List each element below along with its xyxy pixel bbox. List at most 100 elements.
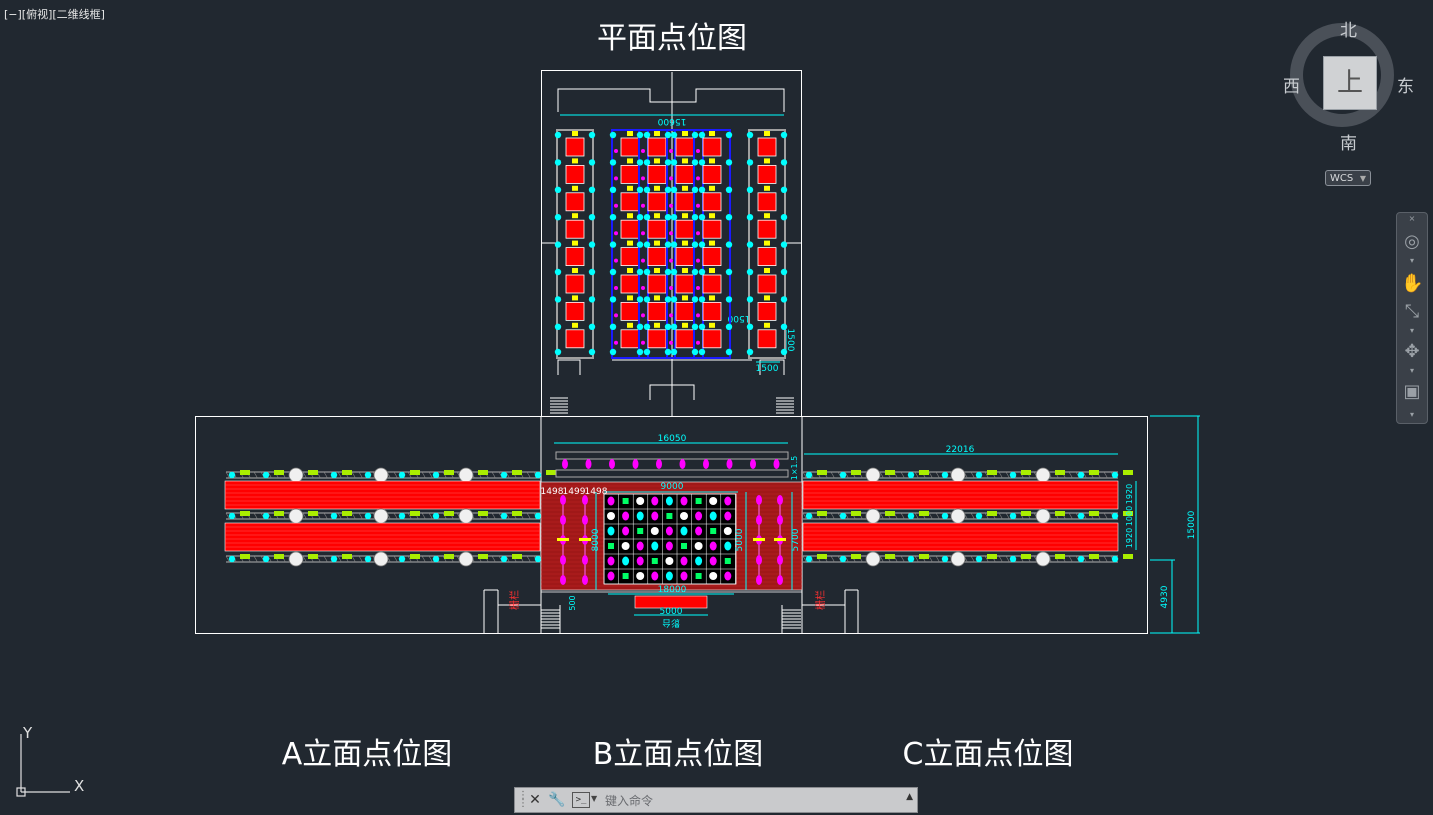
close-icon[interactable]: ✕ bbox=[529, 792, 541, 808]
truss-wheel bbox=[288, 508, 304, 524]
plan-fixture-grid[interactable] bbox=[554, 129, 788, 359]
compass-east[interactable]: 东 bbox=[1397, 77, 1414, 97]
navbar-menu-icon[interactable]: ▾ bbox=[1409, 410, 1414, 419]
truss-node bbox=[534, 555, 542, 563]
plan-node bbox=[554, 241, 562, 248]
truss-node bbox=[432, 512, 440, 520]
plan-fixture bbox=[675, 192, 695, 212]
viewport-controls-label[interactable]: [−][俯视][二维线框] bbox=[4, 8, 105, 21]
truss-node bbox=[364, 512, 372, 520]
command-line[interactable]: ⋮⋮ ✕ 🔧 >_ ▼ ▲ bbox=[514, 787, 918, 813]
plan-fixture bbox=[647, 192, 667, 212]
b-grid-fixture bbox=[651, 511, 659, 521]
truss-fixture bbox=[512, 554, 522, 559]
viewcube-top-face[interactable]: 上 bbox=[1323, 56, 1377, 110]
plan-node bbox=[691, 348, 699, 356]
b-grid-fixture bbox=[695, 498, 702, 504]
plan-node bbox=[664, 241, 672, 248]
chevron-up-icon[interactable]: ▲ bbox=[906, 792, 913, 802]
plan-node bbox=[725, 296, 733, 303]
truss-fixture bbox=[919, 470, 929, 475]
chevron-down-icon[interactable]: ▾ bbox=[1409, 326, 1414, 335]
truss-web bbox=[1103, 555, 1108, 563]
plan-accent bbox=[696, 313, 700, 318]
elevation-b-title: B立面点位图 bbox=[593, 737, 764, 772]
command-prompt-icon[interactable]: >_ bbox=[572, 792, 590, 808]
plan-accent bbox=[696, 176, 700, 181]
plan-node bbox=[691, 296, 699, 303]
b-grid-fixture bbox=[650, 527, 659, 535]
plan-fixture bbox=[757, 137, 777, 157]
b-side-fixture bbox=[582, 555, 588, 565]
plan-node bbox=[643, 159, 651, 166]
plan-fixture bbox=[647, 219, 667, 239]
truss-web bbox=[984, 512, 989, 520]
compass-north[interactable]: 北 bbox=[1340, 21, 1357, 41]
navbar-close-icon[interactable]: × bbox=[1408, 214, 1416, 223]
plan-fixture bbox=[620, 274, 640, 294]
tag-left: 栅栏 bbox=[508, 590, 521, 610]
plan-node bbox=[643, 186, 651, 193]
wcs-menu-button[interactable]: WCS ▼ bbox=[1325, 170, 1371, 186]
pan-hand-icon[interactable]: ✋ bbox=[1401, 273, 1424, 294]
truss-fixture bbox=[1055, 554, 1065, 559]
b-top-fixture bbox=[773, 459, 780, 469]
plan-clamp bbox=[709, 240, 715, 246]
truss-node bbox=[839, 512, 847, 520]
plan-accent bbox=[696, 231, 700, 236]
plan-clamp bbox=[572, 213, 578, 219]
elevation-b-fixtures[interactable] bbox=[540, 451, 803, 609]
navigation-bar[interactable]: × ◎ ▾ ✋ ⤡ ▾ ✥ ▾ ▣ ▾ bbox=[1396, 212, 1428, 424]
b-grid-fixture bbox=[622, 526, 630, 536]
b-grid-fixture bbox=[607, 496, 615, 506]
truss-web bbox=[302, 471, 307, 479]
elevation-a-fixtures[interactable] bbox=[224, 467, 556, 567]
truss-web bbox=[267, 555, 272, 563]
truss-web bbox=[407, 471, 412, 479]
dim-plan-spacing: 1500 bbox=[727, 313, 750, 323]
plan-accent bbox=[669, 258, 673, 263]
b-grid-fixture bbox=[607, 526, 615, 536]
plan-clamp bbox=[764, 213, 770, 219]
chevron-down-icon[interactable]: ▾ bbox=[1409, 256, 1414, 265]
truss-web bbox=[1068, 471, 1073, 479]
truss-web bbox=[914, 512, 919, 520]
steering-wheel-icon[interactable]: ◎ bbox=[1404, 231, 1420, 252]
b-grid-fixture bbox=[608, 543, 614, 549]
truss-web bbox=[914, 555, 919, 563]
plan-node bbox=[588, 241, 596, 248]
command-input[interactable] bbox=[603, 790, 907, 812]
b-grid-fixture bbox=[651, 541, 659, 551]
b-grid-fixture bbox=[695, 526, 703, 536]
plan-node bbox=[691, 323, 699, 330]
compass-west[interactable]: 西 bbox=[1283, 77, 1300, 97]
zoom-extents-icon[interactable]: ⤡ bbox=[1404, 301, 1420, 322]
plan-node bbox=[691, 241, 699, 248]
truss-node bbox=[228, 555, 236, 563]
drag-grip-icon[interactable]: ⋮⋮ bbox=[518, 790, 528, 809]
truss-web bbox=[337, 555, 342, 563]
b-top-fixture bbox=[750, 459, 756, 469]
b-top-fixture bbox=[562, 459, 568, 469]
chevron-down-icon[interactable]: ▼ bbox=[591, 794, 598, 803]
compass-south[interactable]: 南 bbox=[1340, 134, 1357, 154]
plan-node bbox=[670, 268, 678, 276]
truss-fixture bbox=[274, 554, 284, 559]
wrench-icon[interactable]: 🔧 bbox=[548, 792, 566, 808]
elevation-c-fixtures[interactable] bbox=[802, 467, 1133, 567]
plan-fixture bbox=[647, 329, 667, 349]
b-grid-fixture bbox=[710, 528, 717, 534]
plan-node bbox=[725, 348, 733, 356]
plan-accent bbox=[669, 286, 673, 290]
truss-node bbox=[975, 512, 983, 520]
viewcube[interactable]: 北 南 东 西 上 WCS ▼ bbox=[1280, 14, 1420, 189]
plan-accent bbox=[641, 203, 645, 208]
plan-node bbox=[554, 323, 562, 330]
orbit-icon[interactable]: ✥ bbox=[1404, 341, 1420, 362]
truss-fixture bbox=[342, 470, 352, 475]
b-side-fixture bbox=[756, 555, 762, 565]
chevron-down-icon[interactable]: ▾ bbox=[1409, 366, 1414, 375]
truss-web bbox=[225, 471, 230, 479]
showmotion-icon[interactable]: ▣ bbox=[1403, 381, 1421, 402]
